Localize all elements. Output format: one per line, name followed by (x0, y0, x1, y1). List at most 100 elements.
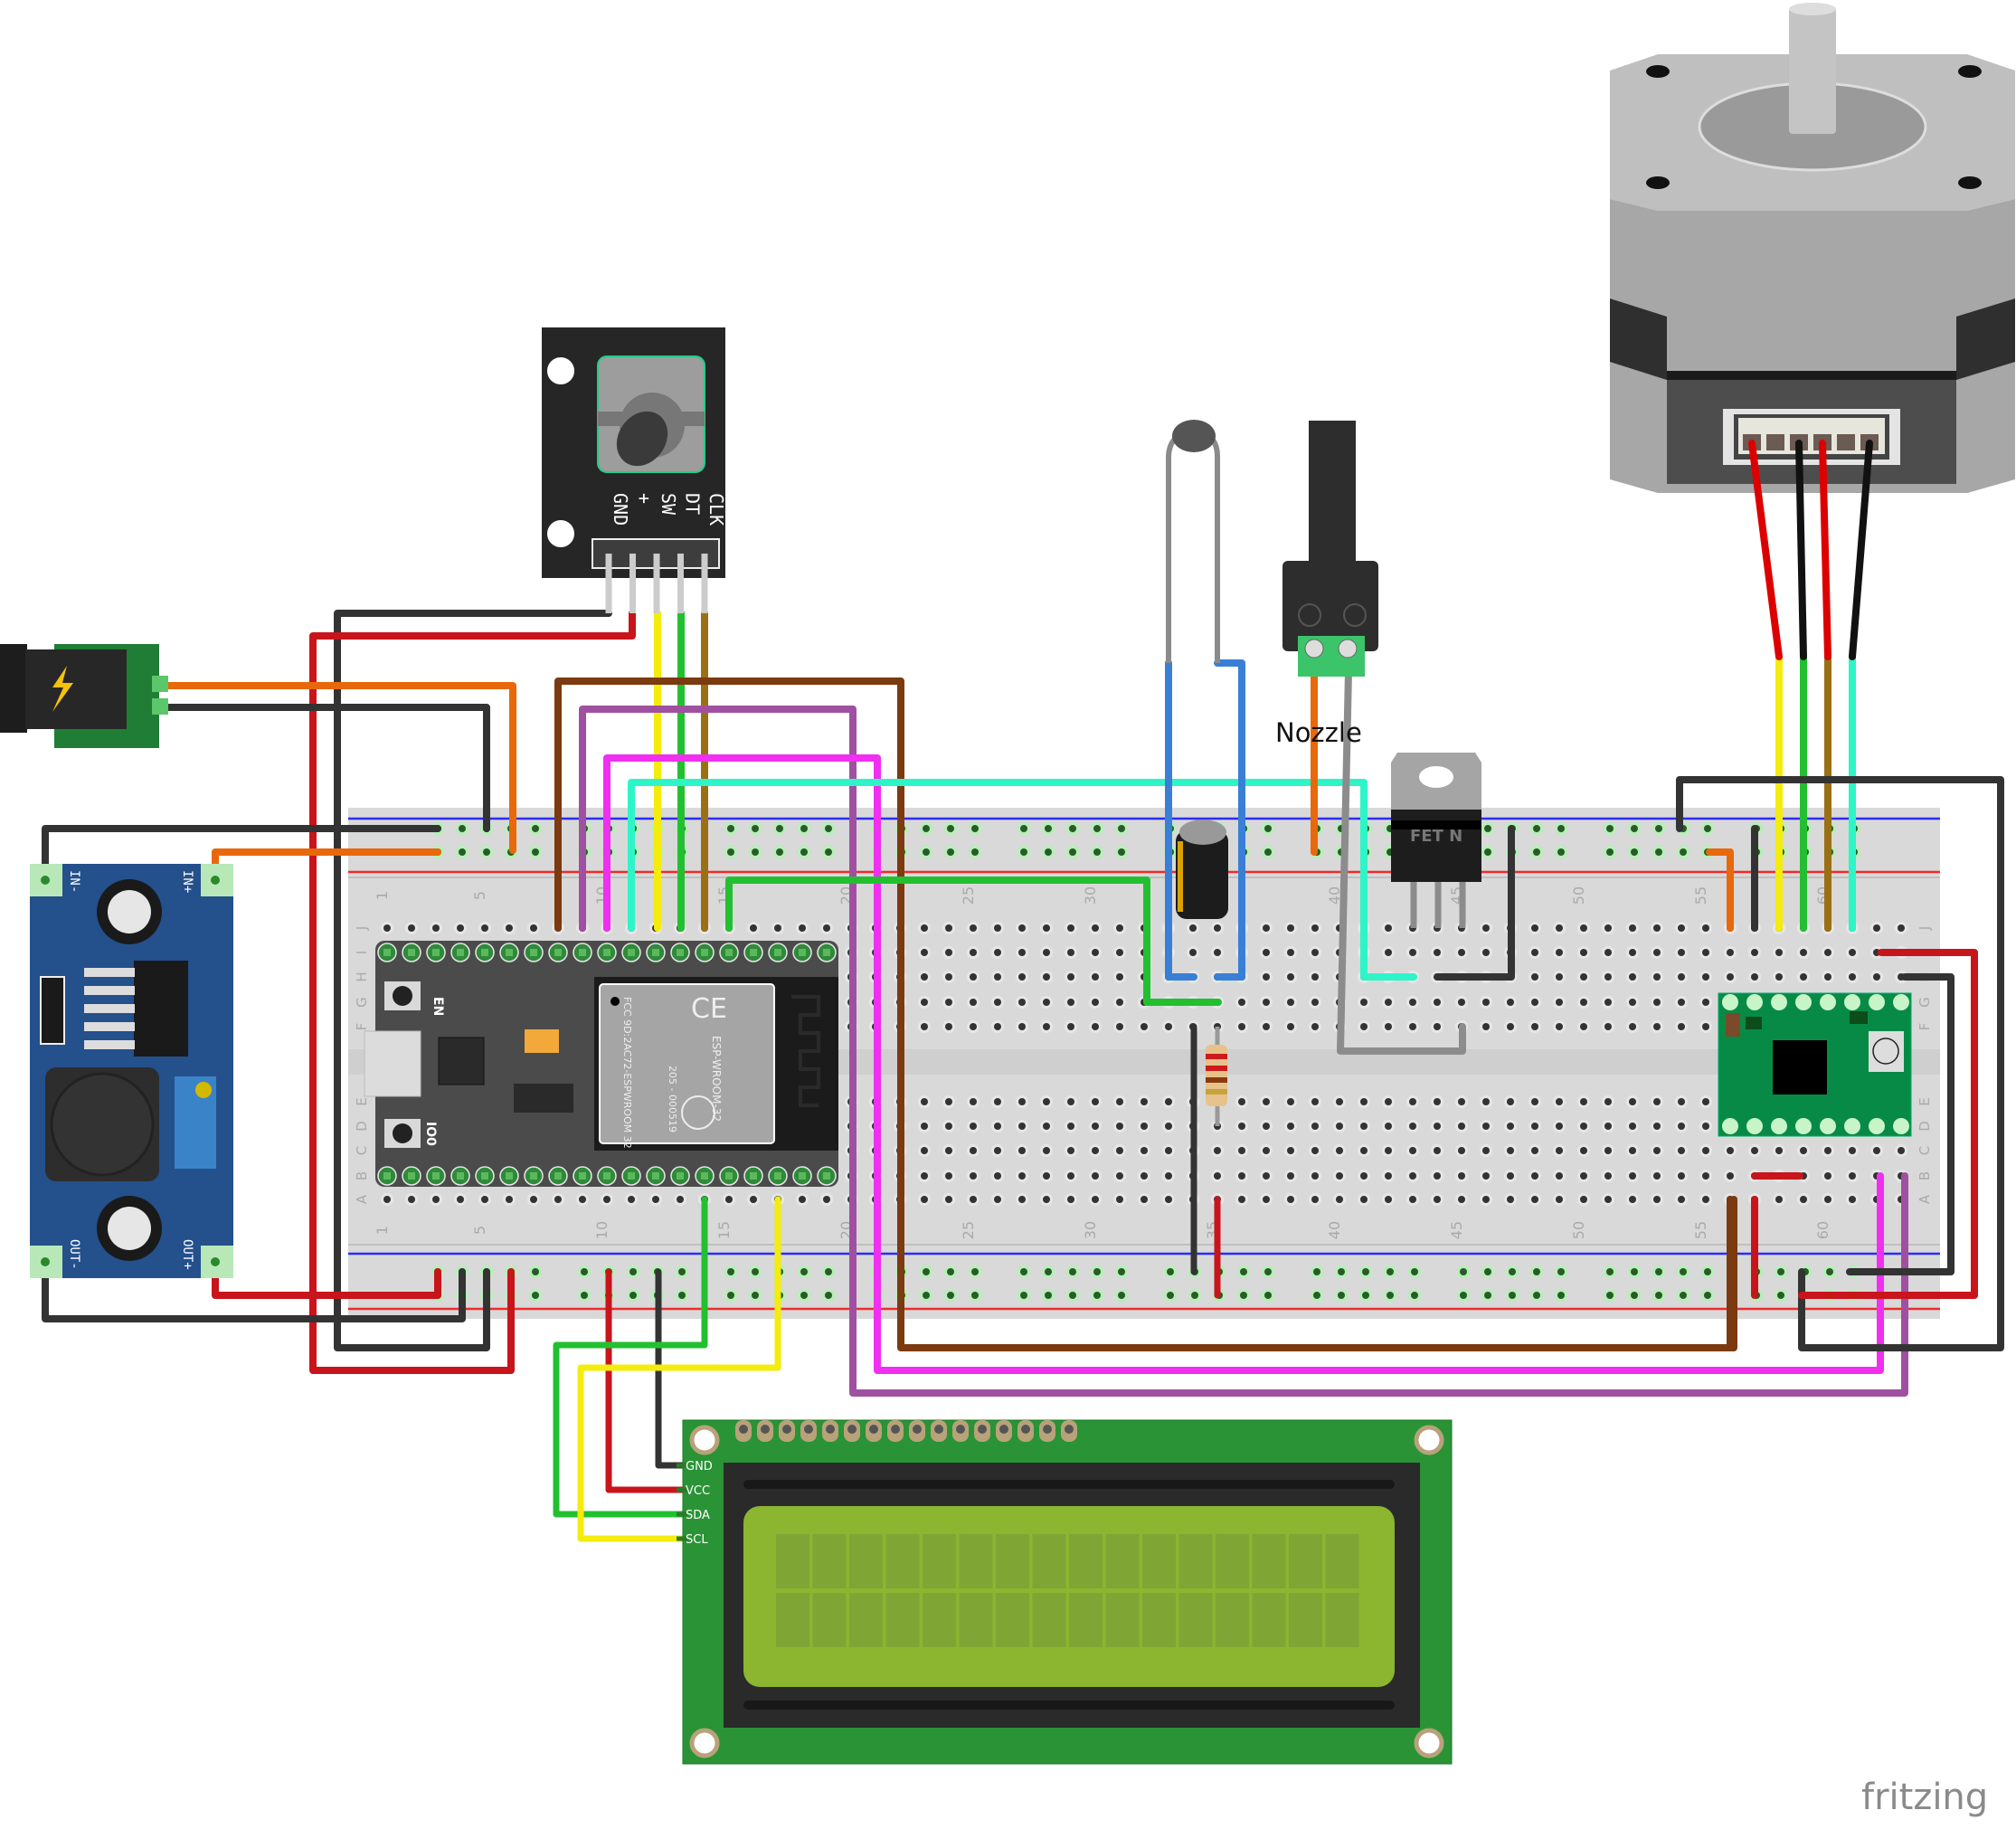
driver-pin[interactable] (1746, 1118, 1763, 1134)
wire-buck-out-plus[interactable] (212, 1260, 441, 1299)
driver-pin[interactable] (1746, 994, 1763, 1010)
row-label: F (1917, 1023, 1933, 1031)
espressif-logo-icon (681, 1095, 715, 1130)
encoder-pin-label: + (634, 493, 656, 504)
lcd-cell (849, 1534, 883, 1588)
lcd-cell (996, 1593, 1029, 1647)
lcd-cell (1105, 1534, 1140, 1588)
resistor-band (1206, 1066, 1227, 1071)
motor-lead-red (1819, 440, 1831, 660)
lcd-cell (776, 1534, 809, 1588)
buck-converter[interactable]: IN- IN+ OUT- OUT+ (30, 864, 233, 1278)
wire-purple-long[interactable] (579, 706, 1908, 1397)
fritzing-watermark: fritzing (1861, 1777, 1988, 1818)
wire-driver-gnd[interactable] (1846, 973, 1954, 1275)
electrolytic-capacitor[interactable] (1176, 820, 1228, 919)
thermistor[interactable] (1166, 420, 1220, 663)
wire-nozzle-minus[interactable] (1337, 625, 1466, 1055)
io0-button-label: IO0 (423, 1122, 438, 1146)
driver-pin[interactable] (1869, 1118, 1885, 1134)
driver-pin[interactable] (1869, 994, 1885, 1010)
module-label: ESP-WROOM-32 (710, 1036, 723, 1122)
stepper-driver[interactable] (1718, 992, 1912, 1137)
wire-lcd-sda[interactable] (553, 1196, 708, 1518)
column-label: 60 (1814, 1221, 1831, 1239)
column-label: 55 (1692, 1221, 1709, 1239)
mosfet[interactable]: FET N (1391, 753, 1481, 928)
driver-pin[interactable] (1893, 1118, 1909, 1134)
driver-pin[interactable] (1771, 994, 1787, 1010)
driver-pin[interactable] (1820, 1118, 1836, 1134)
lcd-cell (1178, 1534, 1213, 1588)
resistor[interactable] (1206, 1027, 1227, 1126)
mount-hole-icon (1414, 1728, 1444, 1758)
column-label: 15 (715, 1221, 733, 1239)
row-label: H (354, 971, 370, 981)
nozzle-dc-jack[interactable]: Nozzle (1275, 421, 1378, 748)
wire-buck-in-minus[interactable] (42, 825, 441, 884)
wire-thermistor-b[interactable] (1214, 659, 1245, 981)
lcd-cell (885, 1593, 920, 1647)
wire-buck-out-minus[interactable] (42, 1260, 466, 1322)
wire-thermistor-a[interactable] (1165, 659, 1197, 981)
driver-pin[interactable] (1844, 1118, 1860, 1134)
mount-hole-icon (689, 1728, 720, 1758)
wire-driver-vmot[interactable] (1798, 949, 1978, 1299)
jack-pin-plus[interactable] (152, 676, 168, 692)
driver-pin[interactable] (1844, 994, 1860, 1010)
row-label: E (1917, 1097, 1933, 1105)
row-label: D (1917, 1121, 1933, 1132)
wire-driver-orange[interactable] (1706, 848, 1734, 932)
wire-cyan-long[interactable] (628, 779, 1417, 981)
encoder-knob[interactable] (606, 402, 677, 476)
driver-pin[interactable] (1795, 1118, 1812, 1134)
wire-jack-minus[interactable] (155, 704, 490, 832)
tantalum-cap (525, 1029, 559, 1053)
mount-hole-icon (545, 355, 576, 386)
driver-ic (1773, 1040, 1827, 1095)
mount-hole-icon (1958, 176, 1982, 189)
lcd-cell (959, 1593, 993, 1647)
encoder-pin-label: DT (682, 493, 704, 515)
driver-pin[interactable] (1722, 1118, 1738, 1134)
lcd-character-grid (776, 1534, 1359, 1647)
wire-green-thermistor[interactable] (725, 877, 1222, 1006)
wire-encoder-vcc[interactable] (309, 610, 636, 1374)
motor-lead-red (1748, 440, 1783, 660)
wires (42, 610, 2004, 1542)
wire-encoder-gnd[interactable] (334, 610, 612, 1351)
lcd-cell (923, 1534, 956, 1588)
screw-icon (1304, 639, 1324, 659)
driver-pin[interactable] (1893, 994, 1909, 1010)
column-label: 25 (960, 1221, 977, 1239)
driver-pin[interactable] (1722, 994, 1738, 1010)
wire-mosfet-gnd[interactable] (1434, 825, 1515, 981)
driver-pin[interactable] (1820, 994, 1836, 1010)
wire-lcd-scl[interactable] (577, 1196, 781, 1542)
column-label: 50 (1570, 1221, 1587, 1239)
jack-pin-minus[interactable] (152, 698, 168, 715)
wire-magenta-long[interactable] (603, 754, 1884, 1374)
driver-pin[interactable] (1771, 1118, 1787, 1134)
wire-driver-black-rail[interactable] (1676, 776, 2004, 1351)
stepper-motor[interactable] (1610, 3, 2015, 660)
lcd-cell (1069, 1593, 1103, 1647)
fet-label: FET N (1410, 827, 1462, 846)
lcd-cell (1105, 1593, 1140, 1647)
driver-pin[interactable] (1795, 994, 1812, 1010)
row-label: C (1917, 1146, 1933, 1155)
column-label: 1 (374, 891, 391, 900)
lcd-pin-label: GND (686, 1460, 713, 1474)
dc-barrel-jack[interactable] (0, 644, 168, 748)
wroom-module-shield (599, 983, 775, 1144)
column-label: 25 (960, 886, 977, 905)
row-label: F (354, 1023, 370, 1031)
wire-jack-plus[interactable] (155, 682, 516, 854)
mount-hole-icon (1958, 65, 1982, 78)
row-label: D (354, 1121, 370, 1132)
esp32-devkit[interactable]: EN IO0 FCC 9D:2AC72-ESPWROOM 32 205 - 00… (364, 941, 838, 1187)
